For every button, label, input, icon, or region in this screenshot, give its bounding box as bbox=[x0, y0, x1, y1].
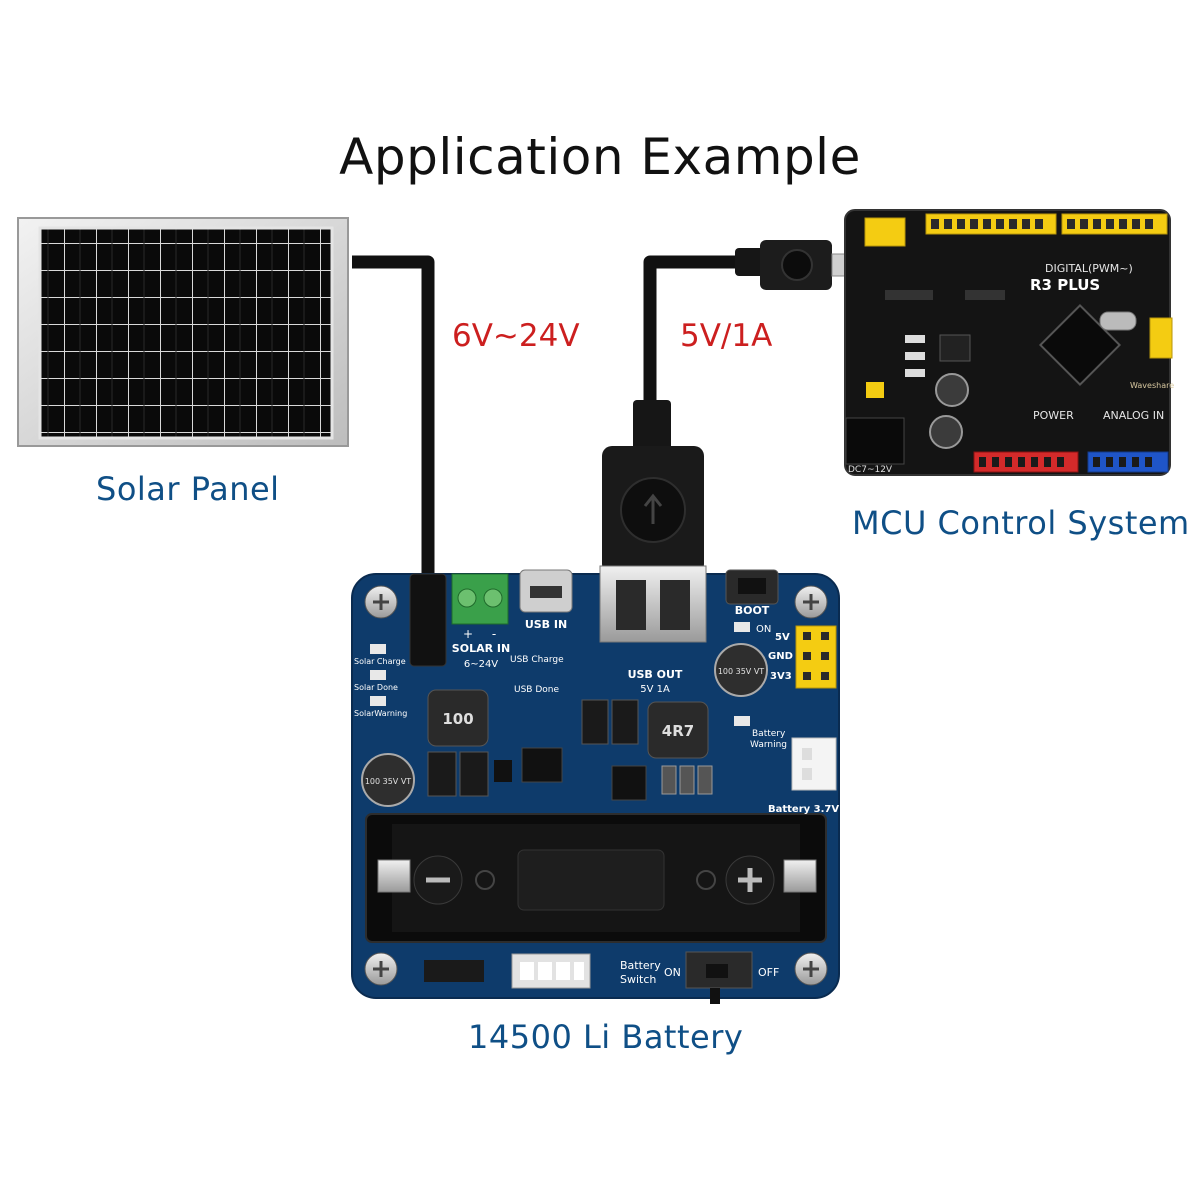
mcu-board: DIGITAL(PWM~) R3 PLUS POWER ANALOG IN Wa… bbox=[844, 209, 1174, 476]
usb-charge-label: USB Charge bbox=[510, 655, 564, 665]
screw bbox=[364, 952, 398, 986]
solar-range-label: 6~24V bbox=[464, 659, 498, 670]
solar-warning-label: SolarWarning bbox=[354, 709, 407, 718]
battery-switch-label-1: Battery bbox=[620, 959, 661, 972]
inductor-2-label: 4R7 bbox=[662, 722, 694, 740]
switch-on-label: ON bbox=[664, 966, 681, 979]
battery-caption: 14500 Li Battery bbox=[468, 1018, 744, 1056]
solar-voltage-label: 6V~24V bbox=[452, 318, 580, 354]
pin-3v3-label: 3V3 bbox=[770, 671, 792, 682]
mcu-name-label: R3 PLUS bbox=[1030, 276, 1100, 294]
solar-done-label: Solar Done bbox=[354, 683, 398, 692]
solar-panel-caption: Solar Panel bbox=[96, 470, 280, 508]
mcu-power-label: POWER bbox=[1033, 409, 1074, 422]
page-title: Application Example bbox=[339, 128, 861, 186]
usb-output-label: 5V/1A bbox=[680, 318, 773, 354]
usb-cable bbox=[643, 255, 770, 405]
usb-out-spec-label: 5V 1A bbox=[640, 684, 670, 695]
mcu-dc-label: DC7~12V bbox=[848, 465, 893, 475]
pin-5v-label: 5V bbox=[775, 632, 790, 643]
mcu-digital-label: DIGITAL(PWM~) bbox=[1045, 262, 1133, 275]
screw bbox=[364, 585, 398, 619]
usb-done-label: USB Done bbox=[514, 685, 559, 695]
usb-in-label: USB IN bbox=[525, 618, 567, 631]
screw bbox=[794, 952, 828, 986]
mcu-caption: MCU Control System bbox=[852, 504, 1190, 542]
battery-warning-label-1: Battery bbox=[752, 729, 786, 739]
boot-on-label: ON bbox=[756, 624, 771, 635]
mcu-brand-label: Waveshare bbox=[1130, 381, 1174, 390]
mcu-analog-label: ANALOG IN bbox=[1103, 409, 1164, 422]
usb-a-plug bbox=[602, 400, 704, 574]
terminal-plus-label: + bbox=[463, 627, 473, 641]
inductor-1-label: 100 bbox=[442, 710, 473, 728]
usb-out-label: USB OUT bbox=[628, 668, 683, 681]
cap-2-label: 100 35V VT bbox=[718, 667, 764, 676]
screw bbox=[794, 585, 828, 619]
battery-warning-label-2: Warning bbox=[750, 740, 787, 750]
micro-usb-plug bbox=[735, 240, 855, 290]
boot-label: BOOT bbox=[735, 604, 770, 617]
battery-switch-label-2: Switch bbox=[620, 973, 656, 986]
solar-cable bbox=[352, 255, 435, 578]
pin-gnd-label: GND bbox=[768, 651, 793, 662]
solar-in-label: SOLAR IN bbox=[452, 642, 510, 655]
solar-charge-label: Solar Charge bbox=[354, 657, 406, 666]
battery-port-label: Battery 3.7V bbox=[768, 804, 839, 815]
switch-off-label: OFF bbox=[758, 966, 779, 979]
solar-panel bbox=[17, 217, 349, 447]
charger-board: 100 4R7 100 35V VT 100 35V VT bbox=[351, 565, 840, 1004]
terminal-minus-label: - bbox=[492, 627, 496, 641]
cap-1-label: 100 35V VT bbox=[365, 777, 411, 786]
